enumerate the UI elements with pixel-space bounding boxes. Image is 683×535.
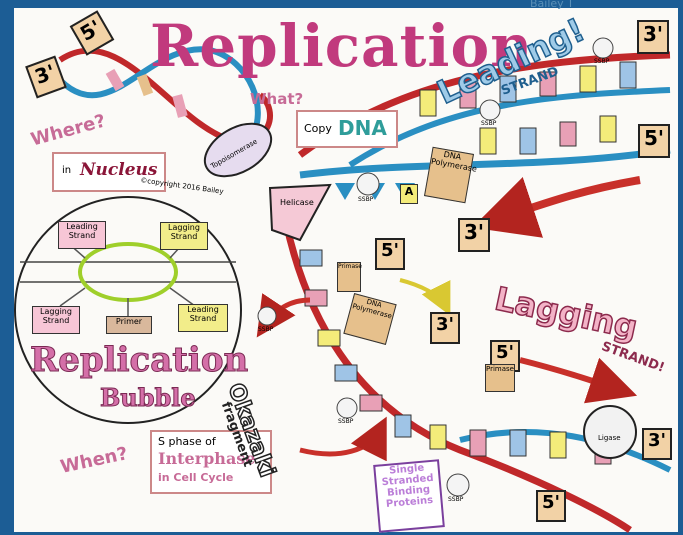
primase-yellow-arrow <box>399 278 451 316</box>
bubble-lagging-bl: Lagging Strand <box>32 306 80 334</box>
primase-label-2: Primase <box>485 364 515 392</box>
replication-bubble-circle <box>14 196 242 424</box>
primase-label-1: Primase <box>337 262 362 292</box>
ssbp-label-3: SSBP <box>481 120 497 127</box>
lagging-direction-arrow <box>519 357 638 404</box>
where-answer-box: in Nucleus <box>52 152 166 192</box>
when-line-1: S phase of <box>158 435 216 448</box>
bubble-leading-tl: Leading Strand <box>58 221 106 249</box>
what-answer-box: Copy DNA <box>296 110 398 148</box>
what-answer: DNA <box>338 116 387 140</box>
bubble-lagging-tr: Lagging Strand <box>160 222 208 250</box>
ligase-label: Ligase <box>598 434 621 442</box>
three-prime-lagging: 3' <box>642 428 672 460</box>
ligase-enzyme <box>583 405 637 459</box>
five-prime-bottom: 5' <box>536 490 566 522</box>
topoisomerase-shape <box>203 122 273 178</box>
what-question: What? <box>250 90 304 108</box>
helicase-label: Helicase <box>280 198 314 207</box>
five-prime-lagging: 5' <box>490 340 520 372</box>
ssbp-label-2: SSBP <box>594 58 610 65</box>
ssbp-label-1: SSBP <box>358 196 374 203</box>
primer-tag: A <box>400 184 418 204</box>
bubble-primer: Primer <box>106 316 152 334</box>
helicase-shape <box>268 183 332 242</box>
ssbp-legend-box: Single Stranded Binding Proteins <box>373 459 445 533</box>
three-prime-top-right: 3' <box>637 20 669 54</box>
what-answer-prefix: Copy <box>304 122 332 135</box>
when-line-3: in Cell Cycle <box>158 471 234 484</box>
page-title: Replication <box>150 12 534 80</box>
five-prime-okazaki: 5' <box>375 238 405 270</box>
leading-direction-arrow <box>472 176 641 238</box>
lagging-bases <box>299 249 612 465</box>
dna-polymerase-label-1: DNA Polymerase <box>423 146 478 204</box>
ssbp-label-5: SSBP <box>338 418 354 425</box>
bubble-leading-br: Leading Strand <box>178 304 228 332</box>
ssbp-label-6: SSBP <box>448 496 464 503</box>
author-note: Bailey T <box>530 0 574 10</box>
when-line-2: Interphase <box>158 449 256 468</box>
three-prime-leading-new: 3' <box>458 218 490 252</box>
when-answer-box: S phase of Interphase in Cell Cycle <box>150 430 272 494</box>
where-answer: Nucleus <box>80 160 158 180</box>
top-left-helix <box>57 46 273 145</box>
bubble-title-2: Bubble <box>100 383 197 413</box>
five-prime-right: 5' <box>638 124 670 158</box>
ssbp-markers <box>257 37 614 497</box>
where-answer-prefix: in <box>62 165 72 176</box>
three-prime-okazaki: 3' <box>430 312 460 344</box>
leading-bases <box>419 61 637 155</box>
okazaki-arrow-lower <box>299 416 387 462</box>
bubble-title-1: Replication <box>29 340 249 381</box>
ssbp-label-4: SSBP <box>258 326 274 333</box>
